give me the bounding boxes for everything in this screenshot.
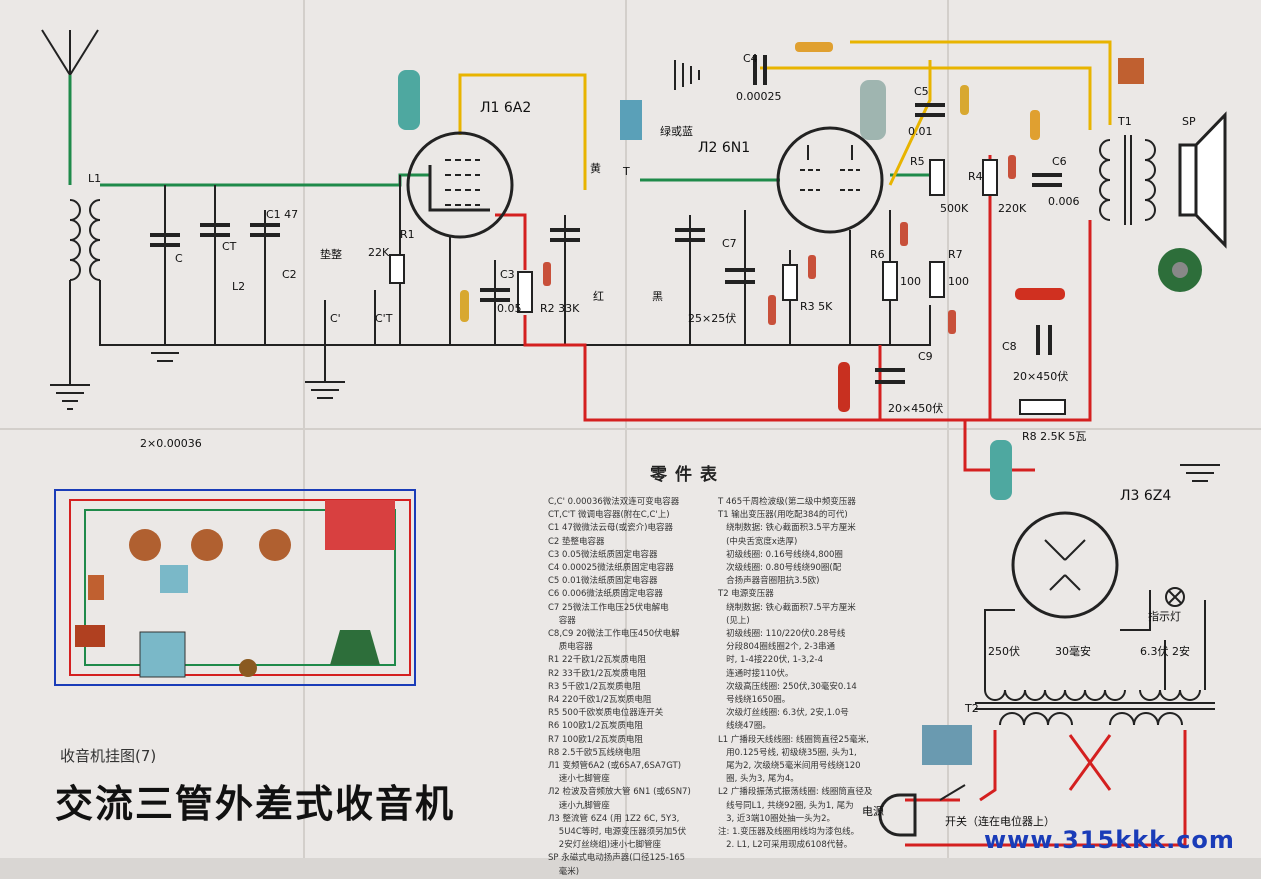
l1-label: L1 (88, 172, 101, 185)
cprime-label: C' (330, 312, 341, 325)
l2-label: L2 (232, 280, 245, 293)
capacitor-symbols (150, 55, 1062, 384)
green-label: 绿或蓝 (660, 124, 693, 138)
c2-label: C2 (282, 268, 297, 281)
t1-output-transformer (1099, 135, 1156, 225)
resistor-symbols (389, 159, 1066, 415)
r6-value: 100 (900, 275, 921, 288)
wiring-layout-panel (54, 489, 416, 686)
tube2-label: Л2 6N1 (698, 140, 750, 156)
r8-label: R8 2.5K 5瓦 (1022, 430, 1086, 443)
circuit-diagram: Л1 6A2 Л2 6N1 Л3 6Z4 C4 0.00025 C5 0.01 … (41, 29, 1227, 847)
c4-value: 0.00025 (736, 90, 782, 103)
t2-transformer (975, 590, 1215, 726)
r1-value: 22K (368, 246, 390, 259)
c5-value: 0.01 (908, 125, 933, 138)
watermark: www.315kkk.com (984, 826, 1235, 854)
page-title: 交流三管外差式收音机 (55, 781, 456, 826)
ct-label: CT (222, 240, 237, 253)
c8-value: 20×450伏 (1013, 369, 1068, 383)
antenna-symbol (41, 29, 99, 77)
ctprime-label: C'T (375, 312, 393, 325)
resistor-photo (543, 155, 1016, 334)
speaker-symbol (1178, 111, 1227, 249)
ma30-label: 30毫安 (1055, 644, 1091, 658)
l1-coil (69, 199, 101, 281)
plate-wire (458, 40, 1112, 190)
r6-label: R6 (870, 248, 885, 261)
pilot-lamp-symbol (1165, 587, 1185, 607)
r2-label: R2 33K (540, 302, 580, 315)
parts-list: 零件表 C,C' 0.00036微法双连可变电容器 CT,C'T 微调电容器(附… (540, 460, 900, 877)
power-label: 电源 (862, 804, 884, 818)
ground-bus (99, 175, 931, 382)
mains-plug (878, 793, 917, 837)
parts-list-left: C,C' 0.00036微法双连可变电容器 CT,C'T 微调电容器(附在C,C… (548, 497, 691, 877)
b-plus-wire (495, 155, 1092, 472)
c9-value: 20×450伏 (888, 401, 943, 415)
tube-6z4 (1011, 511, 1119, 619)
r5-value: 500K (940, 202, 969, 215)
v250-label: 250伏 (988, 644, 1020, 658)
speaker-photo (1158, 248, 1202, 292)
sp-label: SP (1182, 115, 1196, 128)
c8-label: C8 (1002, 340, 1017, 353)
c5-label: C5 (914, 85, 929, 98)
ground-symbol (50, 60, 1220, 482)
r4-value: 220K (998, 202, 1027, 215)
tube-6a2 (406, 131, 514, 239)
c7-label: C7 (722, 237, 737, 250)
transformer-photo (620, 58, 1144, 765)
c6-value: 0.006 (1048, 195, 1080, 208)
parts-list-right: T 465千周检波级(第二级中频变压器 T1 输出变压器(用吃配384的可代) … (718, 497, 873, 851)
c7-value: 25×25伏 (688, 311, 736, 325)
c3-label: C3 (500, 268, 515, 281)
tube-6n1 (776, 126, 884, 234)
tube3-label: Л3 6Z4 (1120, 488, 1171, 504)
switch-label: 开关（连在电位器上） (945, 814, 1055, 828)
power-switch (939, 784, 966, 801)
series-label: 收音机挂图(7) (60, 747, 157, 765)
parts-list-title: 零件表 (650, 465, 725, 485)
yellow-label: 黄 (590, 161, 601, 175)
capacitor-photo (460, 42, 1065, 412)
c-label: C (175, 252, 183, 265)
t-label: T (622, 165, 630, 178)
c6-label: C6 (1052, 155, 1067, 168)
tube1-label: Л1 6A2 (480, 100, 531, 116)
c9-label: C9 (918, 350, 933, 363)
r4-label: R4 (968, 170, 983, 183)
gang-label: 2×0.00036 (140, 437, 202, 450)
c1-label: C1 47 (266, 208, 298, 221)
r7-value: 100 (948, 275, 969, 288)
signal-wire (100, 173, 930, 187)
tuning-label: 垫整 (320, 247, 342, 261)
fold-line (0, 428, 1261, 430)
v63-label: 6.3伏 2安 (1140, 644, 1190, 658)
c4-label: C4 (743, 52, 758, 65)
red-label: 红 (593, 290, 604, 303)
tube-photo (398, 70, 1012, 500)
r5-label: R5 (910, 155, 925, 168)
black-label: 黑 (652, 290, 663, 303)
t1-label: T1 (1117, 115, 1132, 128)
t2-label: T2 (964, 702, 979, 715)
c3-value: 0.05 (497, 302, 522, 315)
r7-label: R7 (948, 248, 963, 261)
pilot-label: 指示灯 (1148, 609, 1181, 623)
r3-label: R3 5K (800, 300, 833, 313)
r1-label: R1 (400, 228, 415, 241)
